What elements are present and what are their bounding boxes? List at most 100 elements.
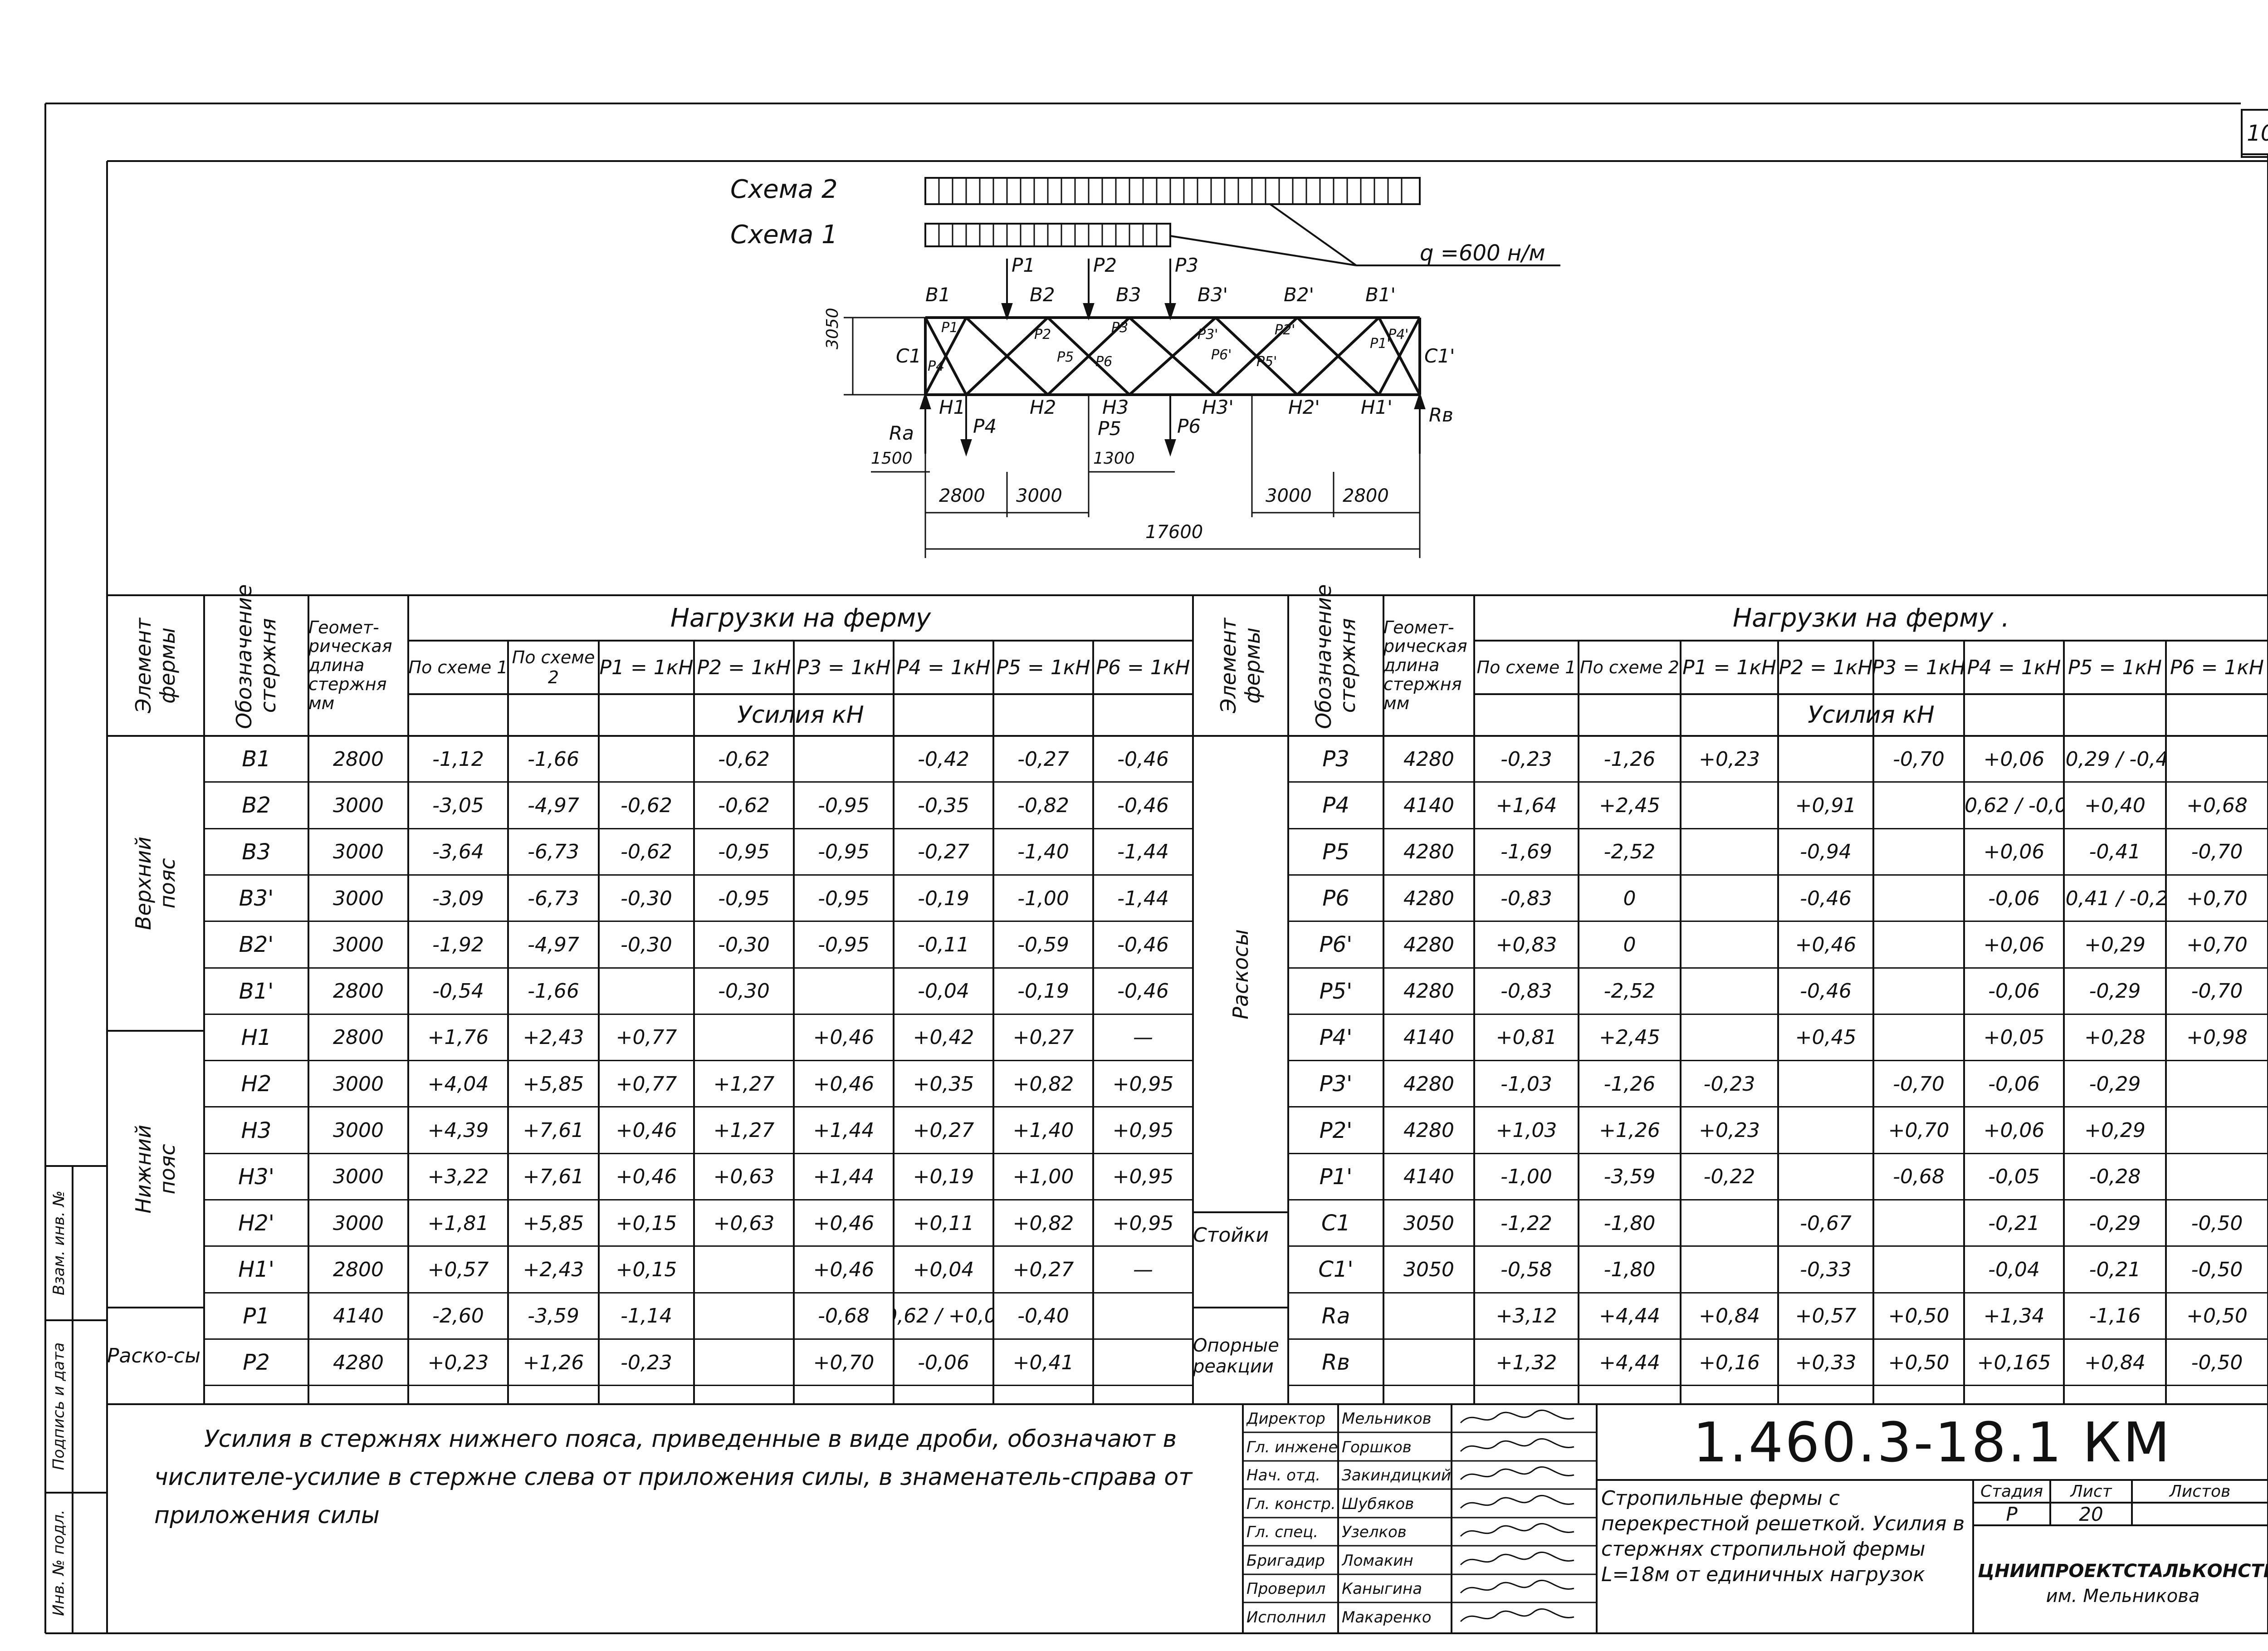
left-group-bottom-chord: Нижний пояс — [131, 1125, 180, 1214]
left-table-cell: 4280 — [333, 1351, 384, 1374]
left-table-cell: 3000 — [333, 887, 384, 910]
left-table-row-line — [204, 781, 1193, 783]
right-table-cell: 4280 — [1403, 747, 1454, 771]
diag-label-r5: Р5 — [1057, 349, 1074, 365]
right-table-cell: -0,06 — [1988, 1072, 2040, 1096]
left-table-cell: +1,27 — [713, 1119, 775, 1142]
right-table-cell: -0,50 — [2191, 1211, 2243, 1235]
right-table-cell: +2,45 — [1599, 794, 1660, 817]
right-table-cell: +0,70 — [2186, 887, 2248, 910]
left-table-cell: -0,54 — [432, 980, 484, 1003]
left-table-cell: +0,46 — [813, 1026, 875, 1049]
right-table-cell: -1,69 — [1501, 840, 1552, 864]
left-table-cell: -3,09 — [432, 887, 484, 910]
right-table-cell: Р6 — [1322, 886, 1349, 911]
right-table-cell: -0,50 — [2191, 1351, 2243, 1374]
right-table-row-line — [1288, 921, 2268, 922]
right-group-diagonals: Раскосы — [1228, 929, 1253, 1019]
left-table-cell: -0,40 — [1017, 1304, 1069, 1328]
right-table-cell: -2,52 — [1603, 840, 1656, 864]
diag-label-r3p: Р3' — [1198, 327, 1218, 343]
left-table-cell: +0,63 — [713, 1165, 775, 1189]
top-label-b1p: В1' — [1365, 284, 1396, 306]
right-table-cell: 4280 — [1403, 980, 1454, 1003]
right-table-cell: +0,29 — [2084, 933, 2146, 956]
left-table-cell: -0,82 — [1017, 794, 1069, 817]
diag-label-r2: Р2 — [1034, 327, 1051, 343]
right-table-cell — [1873, 875, 1964, 921]
diag-label-r4: Р4 — [928, 358, 945, 374]
right-table-cell: +0,06 — [1983, 1119, 2045, 1142]
left-table-cell: В3 — [242, 839, 271, 865]
diag-label-r3: Р3 — [1111, 320, 1129, 336]
title-block-person: Макаренко — [1342, 1608, 1432, 1627]
left-table-cell: -0,46 — [1117, 980, 1169, 1003]
left-table-cell: +4,04 — [427, 1072, 489, 1096]
left-table-row-line — [204, 874, 1193, 876]
left-table-cell: +0,35 — [913, 1072, 974, 1096]
left-table-cell: +7,61 — [523, 1119, 584, 1142]
left-col-p6: P6 = 1кН — [1096, 656, 1190, 679]
left-table-cell — [694, 1339, 794, 1386]
left-table-cell: +0,15 — [616, 1211, 677, 1235]
right-table-cell: -0,50 — [2191, 1258, 2243, 1281]
left-table-cell: -0,19 — [1017, 980, 1069, 1003]
right-table-cell: С1' — [1318, 1257, 1354, 1283]
right-table-cell: +0,84 — [1699, 1304, 1760, 1328]
right-table-cell — [1778, 1154, 1873, 1200]
left-table-cell: -6,73 — [528, 840, 579, 864]
right-table-row-line — [1288, 1245, 2268, 1247]
left-table-cell: +0,95 — [1112, 1165, 1174, 1189]
right-table-cell: -1,03 — [1501, 1072, 1552, 1096]
left-table-cell: 3000 — [333, 933, 384, 956]
title-block-person: Каныгина — [1342, 1580, 1422, 1598]
left-table-cell: +0,11 — [913, 1211, 974, 1235]
right-table-cell — [1778, 1061, 1873, 1107]
left-table-row-line — [204, 828, 1193, 829]
right-table-cell: 4280 — [1403, 840, 1454, 864]
left-table-cell: -0,62 — [718, 794, 770, 817]
right-table-cell: +0,62 / -0,05 — [1964, 794, 2064, 817]
right-table-row-line — [1288, 1385, 2268, 1386]
left-table-row-line — [204, 1199, 1193, 1200]
right-table-cell: +0,45 — [1795, 1026, 1857, 1049]
left-table-cell: -0,30 — [621, 933, 672, 956]
right-table-cell: Р2' — [1319, 1117, 1353, 1143]
left-table-cell: +0,95 — [1112, 1072, 1174, 1096]
right-table-row-line — [1288, 1152, 2268, 1154]
left-table-cell: -0,95 — [718, 887, 770, 910]
sheet-value: 20 — [2079, 1503, 2103, 1525]
left-table-cell: +0,41 — [1012, 1351, 1074, 1374]
right-table-cell: -0,21 — [2089, 1258, 2141, 1281]
signature-scribble — [1460, 1608, 1574, 1622]
right-table-cell: Р5 — [1322, 839, 1349, 865]
right-table-cell: +0,81 — [1496, 1026, 1557, 1049]
right-table-cell: -0,21 — [1988, 1211, 2040, 1235]
right-col-p1: P1 = 1кН — [1682, 656, 1777, 679]
left-table-row-line — [204, 1013, 1193, 1015]
right-table-cell: -0,28 — [2089, 1165, 2141, 1189]
left-table-cell: 3000 — [333, 1119, 384, 1142]
title-block-person: Горшков — [1342, 1438, 1412, 1456]
left-table-cell: -1,44 — [1117, 840, 1169, 864]
right-table-cell: Р4' — [1319, 1024, 1353, 1050]
margin-label-replace: Взам. инв. № — [49, 1190, 68, 1296]
right-col-p5: P5 = 1кН — [2068, 656, 2162, 679]
force-label-p4: P4 — [973, 415, 997, 437]
right-col-p2: P2 = 1кН — [1779, 656, 1873, 679]
left-table-cell: Н2' — [238, 1210, 274, 1236]
post-label-left: С1 — [896, 345, 922, 367]
left-table-cell: -0,46 — [1117, 933, 1169, 956]
left-table-cell: +0,57 — [427, 1258, 489, 1281]
right-table-grid — [1193, 594, 2268, 1404]
left-table-cell: +0,77 — [616, 1026, 677, 1049]
right-table-row-line — [1288, 1338, 2268, 1340]
left-table-cell — [599, 736, 694, 782]
left-table-cell — [1093, 1293, 1193, 1339]
right-table-cell — [1681, 782, 1778, 828]
right-table-cell: -0,06 — [1988, 887, 2040, 910]
left-col-p1: P1 = 1кН — [599, 656, 694, 679]
right-table-cell: 4280 — [1403, 1072, 1454, 1096]
left-table-cell: -0,95 — [818, 933, 870, 956]
